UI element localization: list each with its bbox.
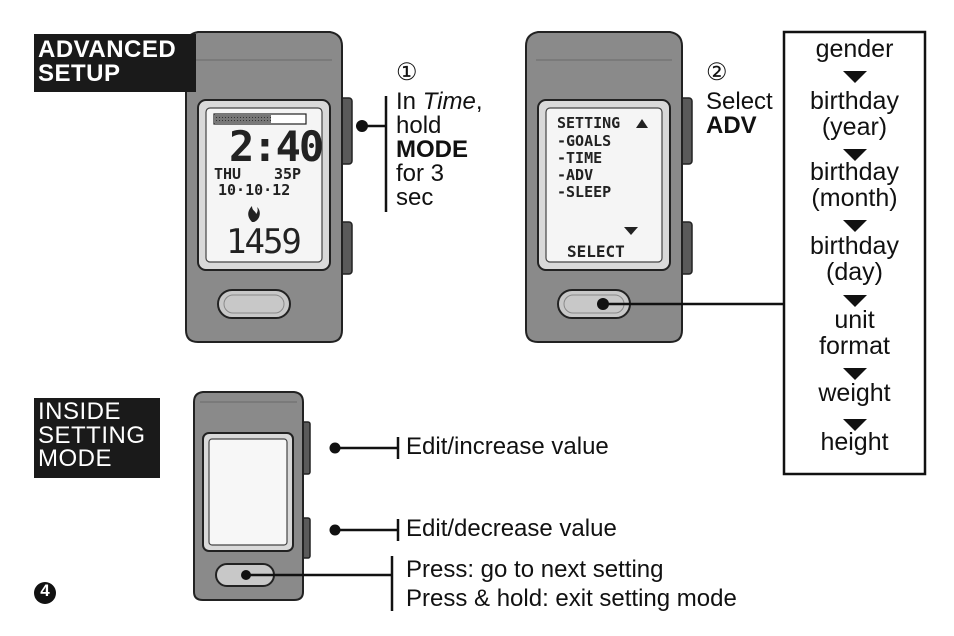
- step2-line1: Select: [706, 88, 773, 115]
- inside-setting-line2: SETTING: [38, 421, 146, 449]
- step1-line2: hold: [396, 112, 442, 139]
- label-front-button-press: Press: go to next setting: [406, 556, 664, 583]
- advanced-setup-title-line2: SETUP: [38, 60, 121, 87]
- flow-arrow-icon: [843, 220, 867, 232]
- device-1-day: THU: [214, 165, 242, 183]
- page-marker: 4: [40, 581, 50, 600]
- flow-item-line: (month): [811, 183, 898, 212]
- flow-item-line: (day): [826, 257, 883, 286]
- flow-box: [782, 30, 927, 476]
- inside-setting-line1: INSIDE: [38, 398, 122, 425]
- device-2-menu-title: SETTING: [557, 114, 621, 132]
- device-1-progress-fill: [215, 115, 271, 123]
- device-2-menu-item: -TIME: [557, 149, 603, 167]
- device-2-lcd: [545, 107, 663, 263]
- flow-item-line: birthday: [810, 87, 899, 115]
- scroll-down-arrow-icon: [624, 227, 638, 235]
- label-top-button: Edit/increase value: [406, 433, 609, 460]
- device-2: [525, 31, 693, 343]
- page-marker-circle: [34, 582, 56, 604]
- step1-number: ①: [396, 59, 418, 86]
- step1-line1-prefix: In: [396, 88, 423, 115]
- device-3-lcd: [208, 438, 288, 546]
- step1-bracket: [356, 96, 388, 212]
- flow-arrow-icon: [843, 71, 867, 83]
- flow-item-line: gender: [815, 35, 894, 63]
- step1-line4: for 3: [396, 160, 445, 187]
- device-2-menu-item: -GOALS: [557, 132, 612, 150]
- flow-item: gender: [784, 35, 925, 63]
- device-1-front-button[interactable]: [217, 289, 291, 319]
- flow-item: birthday(day): [784, 232, 925, 286]
- device-3-callouts: [241, 437, 400, 611]
- label-bottom-button: Edit/decrease value: [406, 515, 617, 542]
- device-1-battery-or-temp: 35P: [274, 165, 302, 183]
- device-1-time: 2:40: [229, 122, 324, 171]
- scroll-up-arrow-icon: [636, 119, 648, 128]
- label-front-button-hold: Press & hold: exit setting mode: [406, 585, 737, 612]
- flow-item: birthday(month): [784, 158, 925, 212]
- step2-number: ②: [706, 59, 728, 86]
- flow-arrow-icon: [843, 149, 867, 161]
- flow-item-line: format: [819, 331, 890, 360]
- inside-setting-line3: MODE: [38, 445, 112, 473]
- advanced-setup-title: ADVANCED SETUP: [34, 34, 196, 92]
- flow-arrows: [843, 71, 867, 431]
- device-2-menu-item: -ADV: [557, 166, 594, 184]
- step2-connector: [597, 298, 784, 310]
- flow-arrow-icon: [843, 419, 867, 431]
- device-1: [185, 31, 353, 343]
- device-1-date: 10·10·12: [218, 181, 291, 199]
- flow-item: weight: [784, 379, 925, 407]
- device-1-steps: 1459: [226, 222, 302, 262]
- step1-text: In Time, hold MODE for 3 sec: [396, 90, 482, 210]
- device-3: [193, 391, 311, 601]
- flow-item-line: (year): [821, 112, 888, 141]
- flame-icon: [248, 206, 260, 222]
- flow-item-line: unit: [834, 306, 875, 334]
- step1-line1-italic: Time: [422, 88, 476, 115]
- step1-line5: sec: [396, 184, 434, 211]
- advanced-setup-title-line1: ADVANCED: [38, 36, 177, 63]
- step1-line3: MODE: [396, 136, 468, 163]
- flow-item-line: height: [820, 428, 889, 456]
- device-2-select-label: SELECT: [567, 242, 625, 261]
- flow-item-line: weight: [818, 379, 891, 407]
- flow-item-line: birthday: [810, 158, 899, 186]
- flow-arrow-icon: [843, 368, 867, 380]
- step2-text: Select ADV: [706, 90, 773, 138]
- flow-item-line: birthday: [810, 232, 899, 260]
- flow-item: height: [784, 428, 925, 456]
- step2-line2: ADV: [706, 112, 757, 139]
- device-1-lcd: [205, 107, 323, 263]
- inside-setting-mode-title: INSIDE SETTING MODE: [34, 398, 160, 478]
- flow-item: birthday(year): [784, 87, 925, 141]
- flow-arrow-icon: [843, 295, 867, 307]
- device-2-menu-item: -SLEEP: [557, 183, 612, 201]
- step1-line1-suffix: ,: [475, 88, 483, 115]
